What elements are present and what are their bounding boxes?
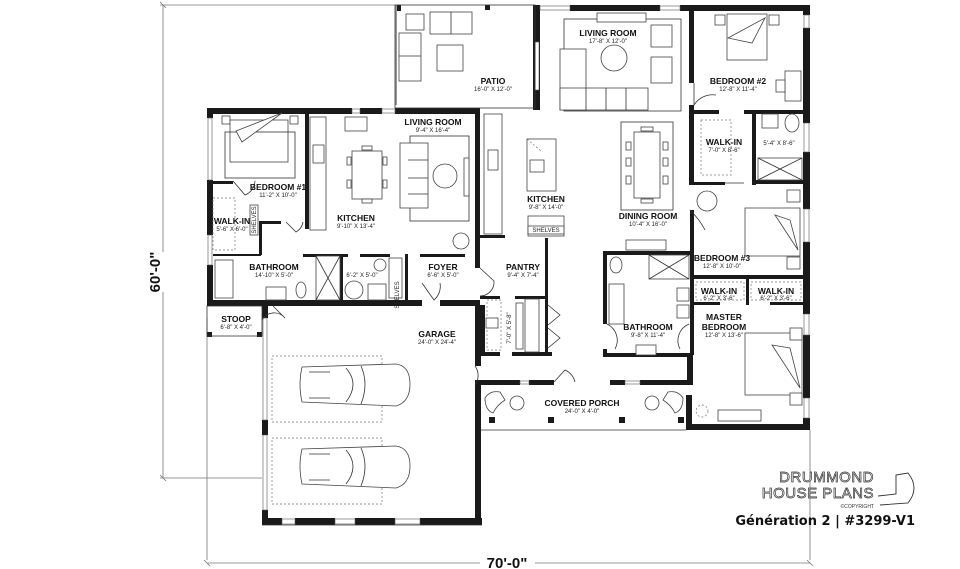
label-kitchen-unit: KITCHEN — [337, 213, 375, 223]
brand-line-2: HOUSE PLANS — [762, 485, 874, 502]
label-shelves-pantry: SHELVES — [532, 228, 559, 234]
brand-logo: DRUMMOND HOUSE PLANS ©COPYRIGHT Générati… — [735, 469, 915, 529]
brand-mark-icon — [877, 472, 915, 506]
size-covered-porch: 24'-0" X 4'-0" — [565, 409, 600, 415]
living-room-main-furniture — [559, 12, 682, 112]
label-kitchen-main: KITCHEN — [527, 194, 565, 204]
dining-room-furniture — [620, 121, 674, 251]
outline-lines — [206, 4, 686, 526]
size-bathroom-unit: 14'-10" X 5'-0" — [255, 273, 293, 279]
label-walkin-b1: WALK-IN — [214, 216, 250, 226]
label-dining-room: DINING ROOM — [619, 211, 678, 221]
main-bathroom-fixtures — [608, 254, 690, 356]
size-bedroom-1: 11'-2" X 10'-0" — [259, 193, 296, 199]
room-labels: PATIO 16'-0" X 12'-0" LIVING ROOM 17'-8"… — [214, 28, 795, 415]
walls — [207, 5, 810, 525]
label-living-room-main: LIVING ROOM — [579, 28, 636, 38]
furniture — [212, 11, 803, 505]
size-stoop: 6'-8" X 4'-0" — [220, 325, 251, 331]
brand-copyright: ©COPYRIGHT — [841, 503, 874, 510]
size-garage: 24'-0" X 24'-4" — [418, 340, 456, 346]
overall-depth-dimension: 60'-0" — [147, 252, 164, 293]
label-living-room-unit: LIVING ROOM — [404, 117, 461, 127]
size-kitchen-main: 9'-8" X 14'-0" — [529, 205, 564, 211]
size-walkin-master-1: 6'-2" X 3'-6" — [703, 296, 734, 302]
size-pantry: 9'-4" X 7'-4" — [507, 273, 538, 279]
label-walkin-master-2: WALK-IN — [758, 286, 794, 296]
size-patio: 16'-0" X 12'-0" — [474, 87, 512, 93]
doors — [232, 83, 744, 386]
patio-furniture — [398, 11, 473, 82]
bedroom-3-furniture — [696, 189, 801, 270]
size-bedroom-3: 12'-8" X 10'-0" — [703, 264, 741, 270]
label-walkin-b2: WALK-IN — [706, 137, 742, 147]
bedroom-2-furniture — [714, 13, 802, 102]
size-walkin-b2: 7'-0" X 8'-6" — [708, 148, 739, 154]
size-living-room-main: 17'-8" X 12'-0" — [589, 39, 627, 45]
plan-title: Génération 2 | #3299-V1 — [735, 514, 915, 529]
label-garage: GARAGE — [418, 329, 456, 339]
size-kitchen-unit: 9'-10" X 13'-4" — [337, 224, 375, 230]
size-walkin-b1: 5'-6" X 6'-0" — [216, 227, 247, 233]
size-ensuite-b2: 5'-4" X 8'-6" — [763, 141, 794, 147]
dimension-lines — [159, 1, 814, 567]
overall-width-dimension: 70'-0" — [487, 555, 528, 569]
windows — [207, 5, 810, 525]
size-laundry: 6'-2" X 5'-0" — [346, 273, 377, 279]
label-master-bedroom-line2: BEDROOM — [702, 322, 746, 332]
size-master-bedroom: 12'-8" X 13'-6" — [705, 333, 743, 339]
size-foyer: 6'-6" X 5'-0" — [427, 273, 458, 279]
bathroom-unit-fixtures — [214, 255, 403, 301]
garage-cars — [271, 355, 411, 505]
label-bedroom-2: BEDROOM #2 — [710, 76, 766, 86]
label-bathroom-unit: BATHROOM — [249, 262, 298, 272]
label-patio: PATIO — [481, 76, 506, 86]
pantry-furniture — [485, 298, 540, 353]
label-bedroom-3: BEDROOM #3 — [694, 253, 750, 263]
label-shelves-b1: SHELVES — [252, 206, 258, 233]
bedroom-1-furniture — [212, 112, 299, 251]
size-mudroom: 7'-0" X 5'-8" — [507, 312, 513, 343]
label-stoop: STOOP — [221, 314, 251, 324]
kitchen-unit-furniture — [309, 116, 470, 250]
label-bathroom-main: BATHROOM — [623, 322, 672, 332]
master-bedroom-furniture — [695, 281, 803, 422]
size-bedroom-2: 12'-8" X 11'-4" — [719, 87, 756, 93]
label-bedroom-1: BEDROOM #1 — [250, 182, 306, 192]
kitchen-main-furniture — [483, 113, 565, 237]
size-living-room-unit: 9'-4" X 16'-4" — [416, 128, 451, 134]
label-covered-porch: COVERED PORCH — [544, 398, 619, 408]
size-walkin-master-2: 6'-2" X 3'-6" — [760, 296, 791, 302]
label-foyer: FOYER — [428, 262, 457, 272]
size-dining-room: 10'-4" X 16'-0" — [629, 222, 667, 228]
label-walkin-master-1: WALK-IN — [701, 286, 737, 296]
label-pantry: PANTRY — [506, 262, 540, 272]
label-shelves-laundry: SHELVES — [395, 281, 401, 308]
size-bathroom-main: 9'-8" X 11'-4" — [631, 333, 665, 339]
label-master-bedroom-line1: MASTER — [706, 312, 742, 322]
brand-line-1: DRUMMOND — [779, 469, 874, 486]
walkin-b2-furniture — [700, 113, 803, 181]
porch-furniture — [484, 391, 684, 414]
